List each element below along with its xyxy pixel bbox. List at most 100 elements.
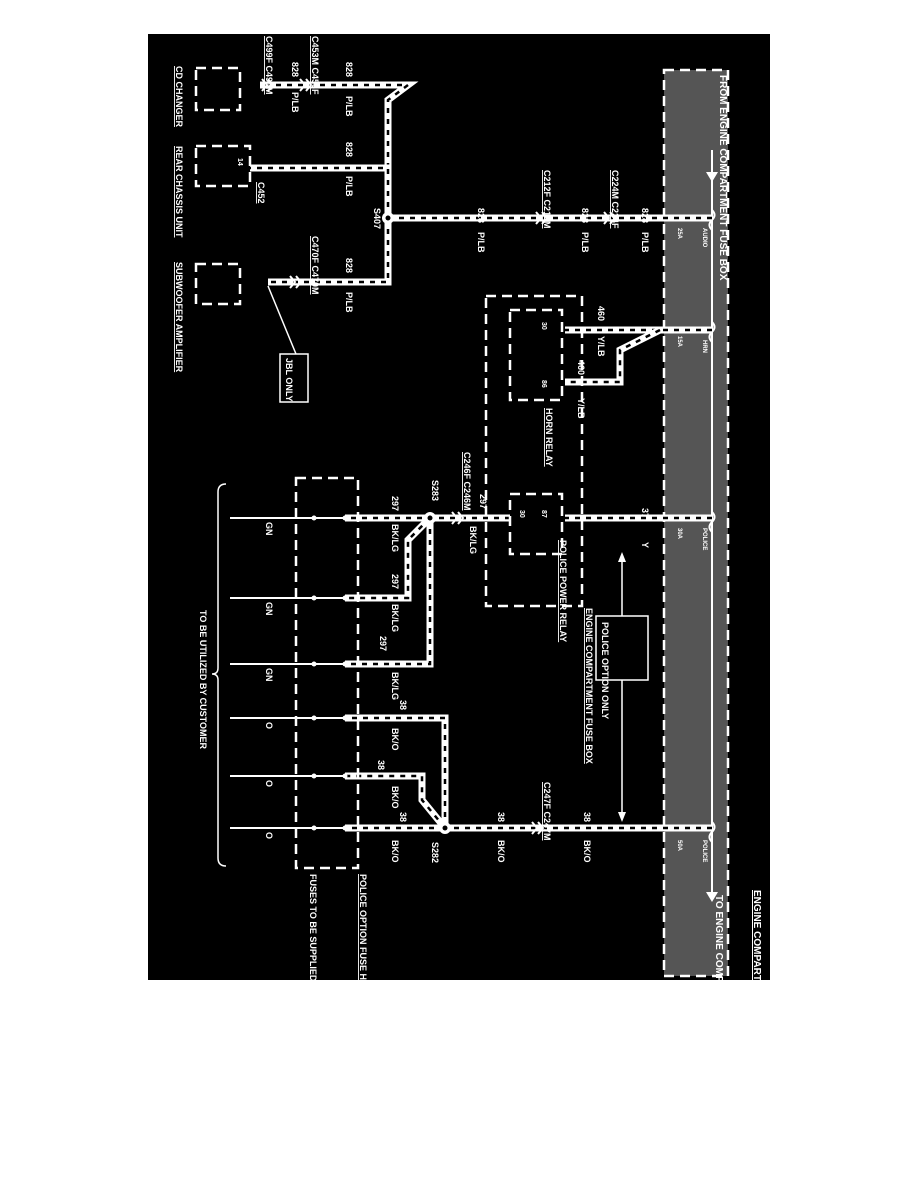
- connector-c453-label: C453M C453F: [310, 36, 320, 95]
- police-relay-pin-87: 87: [540, 510, 547, 518]
- police-relay-box: [508, 492, 564, 556]
- police-color-bko-3: BK/O: [390, 840, 400, 863]
- horn-relay-label: HORN RELAY: [544, 408, 554, 467]
- output-2-label: GN: [264, 602, 274, 616]
- subwoofer-label: SUBWOOFER AMPLIFIER: [174, 262, 184, 373]
- police-color-bklg-relay: BK/LG: [468, 526, 478, 554]
- audio-wire-828-sub: 828: [344, 258, 354, 273]
- fuse-police-30: POLICE 30A: [676, 511, 716, 550]
- police-wire-297-2: 297: [390, 574, 400, 589]
- customer-brace: [211, 483, 227, 867]
- police-wire-38-1: 38: [398, 700, 408, 710]
- connector-c247-label: C247F C247M: [542, 782, 552, 841]
- horn-relay-box: [508, 308, 564, 402]
- audio-circuit: [250, 81, 712, 286]
- connector-c224-label: C224M C224F: [610, 170, 620, 229]
- horn-relay-pin-30: 30: [540, 322, 547, 330]
- connector-c246-label: C246F C246M: [462, 452, 472, 511]
- audio-wire-828-cd: 828: [290, 62, 300, 77]
- audio-color-plb-sub: P/LB: [344, 292, 354, 313]
- connector-c452-label: C452: [256, 182, 266, 204]
- to-arrow-icon: [706, 892, 718, 902]
- police-color-bklg-2: BK/LG: [390, 604, 400, 632]
- fuses-note-label: FUSES TO BE SUPPLIED BY CUSTOMER: [308, 874, 318, 1051]
- subwoofer-box: [194, 262, 242, 306]
- rear-chassis-box: [194, 144, 252, 188]
- fuse-hrn-name: HRN: [701, 340, 707, 353]
- fuse-holder-box: [294, 476, 360, 870]
- connector-c247-icon: [531, 821, 545, 835]
- fuse-police-30-name: POLICE: [701, 528, 707, 550]
- police-wire-297-relay: 297: [478, 494, 488, 509]
- from-arrow-icon: [706, 172, 718, 182]
- police-option-label: POLICE OPTION ONLY: [600, 622, 610, 719]
- police-wire-38-main: 38: [496, 812, 506, 822]
- fuse-audio-name: AUDIO: [701, 228, 707, 248]
- fuse-holder-label: POLICE OPTION FUSE HOLDER: [358, 874, 368, 1012]
- customer-note-label: TO BE UTILIZED BY CUSTOMER: [198, 610, 208, 750]
- splice-s283-label: S283: [430, 480, 440, 501]
- audio-wire-828-rear: 828: [344, 142, 354, 157]
- connector-c499-icon: [261, 78, 275, 92]
- connector-c499-label: C499F C499M: [264, 36, 274, 95]
- police-wire-38-fusebox: 38: [582, 812, 592, 822]
- from-fusebox-label: FROM ENGINE COMPARTMENT FUSE BOX: [717, 75, 728, 281]
- fuse-police-50-name: POLICE: [701, 840, 707, 862]
- audio-wire-828-mid: 828: [580, 208, 590, 223]
- police-color-y: Y: [640, 542, 650, 548]
- police-wire-38-2: 38: [376, 760, 386, 770]
- police-color-bklg-3: BK/LG: [390, 672, 400, 700]
- fusebox-title: ENGINE COMPARTMENT FUSE BOX: [751, 890, 762, 1063]
- fuse-hrn-rating: 15A: [676, 336, 682, 348]
- audio-color-plb-fusebox: P/LB: [640, 232, 650, 253]
- audio-color-plb-main: P/LB: [476, 232, 486, 253]
- fuse-police-50: POLICE 50A: [676, 821, 716, 862]
- splice-s407-label: S407: [372, 208, 382, 229]
- arrow-down-icon: [618, 812, 626, 822]
- output-4-label: O: [264, 722, 274, 729]
- jbl-leader-line: [267, 285, 297, 355]
- police-wire-297-1: 297: [390, 496, 400, 511]
- audio-color-plb-mid: P/LB: [580, 232, 590, 253]
- connector-c470-icon: [289, 275, 303, 289]
- splice-s282-label: S282: [430, 842, 440, 863]
- connector-c224-icon: [603, 211, 617, 225]
- horn-relay-outline: [484, 294, 584, 608]
- connector-c246-icon: [451, 511, 465, 525]
- horn-color-ylb-b: Y/LB: [576, 398, 586, 419]
- audio-color-plb-rear: P/LB: [344, 176, 354, 197]
- police-wire-297-3: 297: [378, 636, 388, 651]
- police-relay-pin-30: 30: [518, 510, 525, 518]
- output-3-label: GN: [264, 668, 274, 682]
- audio-wire-828-fusebox: 828: [640, 208, 650, 223]
- horn-circuit: [565, 326, 712, 386]
- connector-c453-icon: [299, 78, 313, 92]
- fuse-audio-rating: 25A: [676, 228, 682, 240]
- police-wire-37: 37: [640, 508, 650, 518]
- output-6-label: O: [264, 832, 274, 839]
- jbl-only-box: [279, 353, 309, 403]
- police-color-bko-2: BK/O: [390, 786, 400, 809]
- audio-wire-828-main: 828: [476, 208, 486, 223]
- police-relay-label: POLICE POWER RELAY: [558, 540, 568, 642]
- police-option-box: [595, 615, 649, 681]
- fuse-holder-outputs: [230, 515, 348, 831]
- police-color-bklg-1: BK/LG: [390, 524, 400, 552]
- police-color-bko-1: BK/O: [390, 728, 400, 751]
- jbl-only-label: JBL ONLY: [284, 358, 294, 402]
- output-1-label: GN: [264, 522, 274, 536]
- connector-c470-label: C470F C470M: [310, 236, 320, 295]
- cd-changer-box: [194, 66, 242, 112]
- fuse-box-outline: [662, 68, 730, 978]
- horn-relay-pin-86: 86: [540, 380, 547, 388]
- output-5-label: O: [264, 780, 274, 787]
- fuse-police-30-rating: 30A: [676, 528, 682, 540]
- police-efb-label: ENGINE COMPARTMENT FUSE BOX: [584, 608, 594, 764]
- cd-changer-label: CD CHANGER: [174, 66, 184, 128]
- horn-wire-460-a: 460: [596, 306, 606, 321]
- police-wire-38-3: 38: [398, 812, 408, 822]
- fuse-police-50-rating: 50A: [676, 840, 682, 852]
- audio-color-plb-top: P/LB: [344, 96, 354, 117]
- connector-c212-icon: [535, 211, 549, 225]
